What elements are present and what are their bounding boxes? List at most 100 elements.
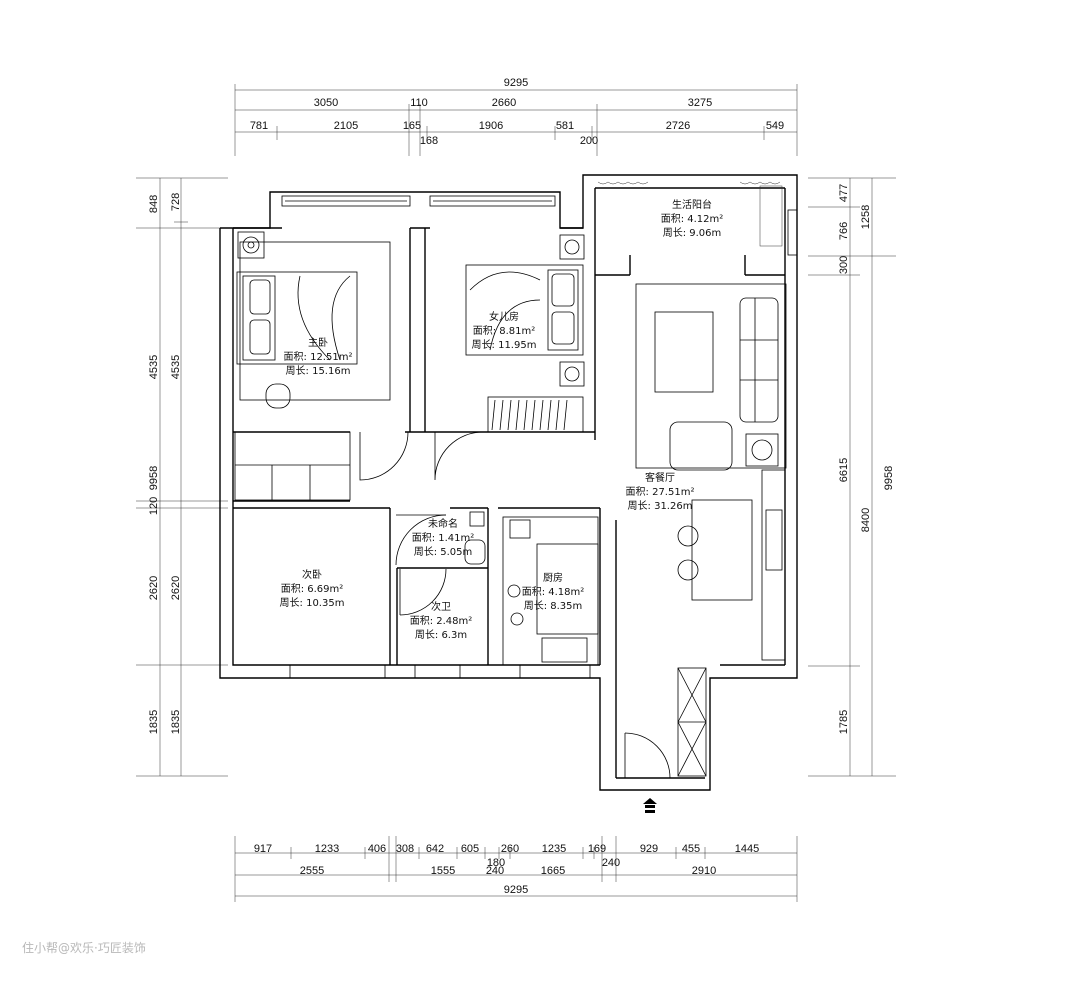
- svg-text:240: 240: [486, 865, 504, 877]
- room-label-kitchen: 厨房 面积: 4.18m² 周长: 8.35m: [522, 571, 585, 612]
- svg-text:主卧: 主卧: [308, 336, 328, 349]
- svg-text:766: 766: [838, 222, 850, 240]
- svg-text:周长: 6.3m: 周长: 6.3m: [415, 629, 467, 641]
- room-label-unnamed: 未命名 面积: 1.41m² 周长: 5.05m: [412, 517, 475, 558]
- exterior-walls: [219, 174, 798, 791]
- bottom-row1-dims: 917 1233 406 308 642 605 260 1235 169 92…: [254, 843, 759, 855]
- balcony-curtain: [597, 181, 783, 247]
- dining-table-icon: [677, 469, 786, 661]
- svg-text:2555: 2555: [300, 865, 324, 877]
- svg-text:4535: 4535: [148, 355, 160, 379]
- windows: [281, 195, 798, 679]
- svg-text:169: 169: [588, 843, 606, 855]
- svg-text:2620: 2620: [148, 576, 160, 600]
- wardrobe-master: [234, 431, 351, 501]
- svg-text:477: 477: [838, 184, 850, 202]
- room-label-second-bathroom: 次卫 面积: 2.48m² 周长: 6.3m: [410, 600, 473, 641]
- svg-text:1555: 1555: [431, 865, 455, 877]
- svg-text:260: 260: [501, 843, 519, 855]
- bottom-row2-dims: 2555 1555 1665 2910: [300, 865, 716, 877]
- left-dimension-lines: [136, 177, 228, 777]
- svg-text:面积: 12.51m²: 面积: 12.51m²: [284, 351, 353, 363]
- right-inner-dims: 477 766 300 6615 1785: [838, 184, 850, 734]
- svg-text:2910: 2910: [692, 865, 716, 877]
- svg-text:2620: 2620: [170, 576, 182, 600]
- left-outer-dims: 848 9958 120 2620 1835: [148, 195, 160, 734]
- svg-text:2660: 2660: [492, 97, 516, 109]
- svg-text:110: 110: [410, 97, 428, 109]
- svg-text:1445: 1445: [735, 843, 759, 855]
- bottom-dimension-lines: [234, 836, 798, 902]
- svg-text:1233: 1233: [315, 843, 339, 855]
- top-dimension-lines: [234, 84, 798, 156]
- right-outer-dims: 1258 8400 9958: [860, 205, 895, 532]
- bottom-total-dim: 9295: [504, 884, 528, 896]
- kitchen-counters: [502, 516, 599, 666]
- svg-text:1785: 1785: [838, 710, 850, 734]
- svg-text:642: 642: [426, 843, 444, 855]
- chair-icon: [265, 383, 291, 409]
- svg-text:6615: 6615: [838, 458, 850, 482]
- svg-text:3275: 3275: [688, 97, 712, 109]
- svg-text:605: 605: [461, 843, 479, 855]
- svg-text:周长: 31.26m: 周长: 31.26m: [628, 500, 693, 512]
- svg-text:1235: 1235: [542, 843, 566, 855]
- top-row1-dims: 3050 110 2660 3275: [314, 97, 712, 109]
- svg-text:1258: 1258: [860, 205, 872, 229]
- room-label-master-bedroom: 主卧 面积: 12.51m² 周长: 15.16m: [284, 336, 353, 377]
- svg-text:848: 848: [148, 195, 160, 213]
- svg-text:917: 917: [254, 843, 272, 855]
- svg-text:厨房: 厨房: [543, 571, 563, 584]
- svg-text:549: 549: [766, 120, 784, 132]
- bottom-mid-dims: 180 240 240: [486, 857, 620, 877]
- daughter-wardrobe: [487, 396, 584, 433]
- room-label-living-dining: 客餐厅 面积: 27.51m² 周长: 31.26m: [626, 471, 695, 512]
- svg-text:周长: 5.05m: 周长: 5.05m: [414, 546, 473, 558]
- svg-text:200: 200: [580, 135, 598, 147]
- svg-text:300: 300: [838, 256, 850, 274]
- svg-text:1835: 1835: [148, 710, 160, 734]
- svg-text:周长: 15.16m: 周长: 15.16m: [286, 365, 351, 377]
- master-bed-icon: [236, 241, 391, 401]
- svg-text:面积: 6.69m²: 面积: 6.69m²: [281, 583, 344, 595]
- nightstand-lamp-icon: [237, 231, 265, 259]
- svg-text:240: 240: [602, 857, 620, 869]
- svg-text:3050: 3050: [314, 97, 338, 109]
- living-room-furniture: [635, 283, 787, 471]
- svg-text:面积: 4.12m²: 面积: 4.12m²: [661, 213, 724, 225]
- svg-text:9958: 9958: [148, 466, 160, 490]
- watermark: 住小帮@欢乐·巧匠装饰: [22, 940, 146, 955]
- toilet-fixtures: [464, 511, 486, 565]
- right-dimension-lines: [808, 177, 896, 777]
- svg-text:2726: 2726: [666, 120, 690, 132]
- room-label-daughter-room: 女儿房 面积: 8.81m² 周长: 11.95m: [472, 310, 537, 351]
- svg-text:周长: 8.35m: 周长: 8.35m: [524, 600, 583, 612]
- shoe-cabinet: [677, 667, 707, 777]
- svg-text:周长: 11.95m: 周长: 11.95m: [472, 339, 537, 351]
- svg-text:面积: 8.81m²: 面积: 8.81m²: [473, 325, 536, 337]
- svg-text:781: 781: [250, 120, 268, 132]
- svg-text:客餐厅: 客餐厅: [645, 471, 675, 484]
- svg-text:生活阳台: 生活阳台: [672, 198, 712, 211]
- svg-text:168: 168: [420, 135, 438, 147]
- svg-text:次卧: 次卧: [302, 568, 322, 581]
- svg-text:1906: 1906: [479, 120, 503, 132]
- svg-text:周长: 9.06m: 周长: 9.06m: [663, 227, 722, 239]
- svg-text:2105: 2105: [334, 120, 358, 132]
- svg-text:女儿房: 女儿房: [489, 310, 519, 323]
- svg-text:9958: 9958: [883, 466, 895, 490]
- svg-text:未命名: 未命名: [428, 517, 458, 530]
- room-label-balcony: 生活阳台 面积: 4.12m² 周长: 9.06m: [661, 198, 724, 239]
- svg-text:929: 929: [640, 843, 658, 855]
- svg-text:4535: 4535: [170, 355, 182, 379]
- daughter-bed-icon: [465, 264, 584, 356]
- entrance-arrow-icon: [643, 798, 657, 813]
- svg-text:面积: 4.18m²: 面积: 4.18m²: [522, 586, 585, 598]
- svg-text:728: 728: [170, 193, 182, 211]
- top-row2-dims: 781 2105 165 1906 581 2726 549: [250, 120, 784, 132]
- svg-text:次卫: 次卫: [431, 600, 451, 613]
- svg-text:308: 308: [396, 843, 414, 855]
- svg-text:180: 180: [487, 857, 505, 869]
- daughter-nightstand-icon: [559, 234, 585, 387]
